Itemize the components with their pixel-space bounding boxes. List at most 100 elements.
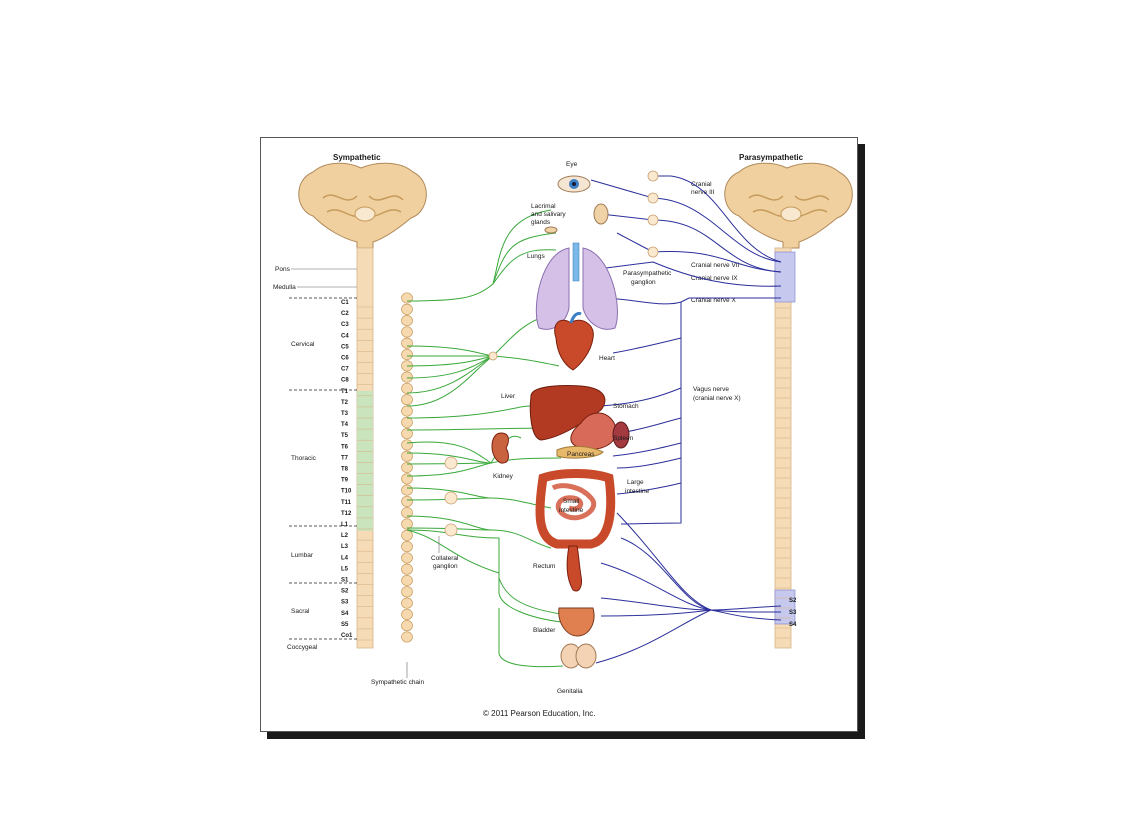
segment-label-t10: T10 bbox=[341, 489, 352, 495]
lacrimal-glands bbox=[544, 203, 609, 234]
large-intestine bbox=[535, 469, 616, 549]
coccygeal-label: Coccygeal bbox=[287, 644, 318, 651]
segment-label-l4: L4 bbox=[341, 555, 349, 561]
segment-label-t7: T7 bbox=[341, 455, 349, 461]
chain-ganglion bbox=[401, 405, 413, 417]
chain-ganglion bbox=[401, 371, 413, 383]
segment-label-t4: T4 bbox=[341, 422, 349, 428]
small-intestine bbox=[551, 483, 596, 521]
chain-ganglion bbox=[401, 597, 413, 609]
chain-ganglion bbox=[401, 518, 413, 530]
pancreas-label: Pancreas bbox=[567, 451, 595, 458]
chain-ganglion bbox=[401, 574, 413, 587]
kidney-label: Kidney bbox=[493, 473, 514, 480]
sympathetic-chain-label: Sympathetic chain bbox=[371, 679, 424, 686]
right-cord-segments bbox=[775, 307, 791, 639]
bladder bbox=[558, 607, 595, 637]
segment-label-c3: C3 bbox=[341, 322, 349, 328]
segment-label-c1: C1 bbox=[341, 300, 349, 306]
chain-ganglion bbox=[401, 608, 413, 620]
segment-label-c2: C2 bbox=[341, 311, 349, 317]
left-brain bbox=[298, 162, 427, 249]
segment-label-s4: S4 bbox=[341, 611, 349, 617]
chain-ganglion bbox=[401, 292, 413, 304]
chain-ganglion bbox=[401, 484, 413, 496]
parasympathetic-ganglion-label-1: Parasympathetic bbox=[623, 270, 672, 277]
segment-label-t3: T3 bbox=[341, 411, 349, 417]
collateral-ganglia bbox=[444, 351, 498, 537]
sympathetic-header: Sympathetic bbox=[333, 153, 381, 162]
sacral-label: Sacral bbox=[291, 608, 310, 615]
segment-label-c8: C8 bbox=[341, 378, 349, 384]
cervical-label: Cervical bbox=[291, 341, 315, 348]
sacral-s3-label: S3 bbox=[789, 610, 797, 616]
lungs bbox=[535, 242, 618, 330]
segment-label-l3: L3 bbox=[341, 544, 349, 550]
chain-ganglion bbox=[401, 428, 413, 440]
segment-label-l2: L2 bbox=[341, 533, 349, 539]
segment-label-co1: Co1 bbox=[341, 633, 353, 639]
lacrimal-label-3: glands bbox=[531, 219, 551, 226]
stomach-label: Stomach bbox=[613, 403, 639, 410]
chain-ganglion bbox=[401, 416, 413, 428]
cranial-nerve-vii-label: Cranial nerve VII bbox=[691, 262, 740, 269]
vagus-nerve-label-2: (cranial nerve X) bbox=[693, 395, 741, 402]
parasympathetic-header: Parasympathetic bbox=[739, 153, 804, 162]
segment-label-s3: S3 bbox=[341, 600, 349, 606]
lacrimal-label-2: and salivary bbox=[531, 211, 566, 218]
chain-ganglion bbox=[401, 541, 413, 553]
segment-label-s2: S2 bbox=[341, 589, 349, 595]
liver-label: Liver bbox=[501, 393, 516, 400]
rectum bbox=[566, 545, 582, 592]
rectum-label: Rectum bbox=[533, 563, 555, 570]
pancreas bbox=[556, 445, 604, 459]
lungs-label: Lungs bbox=[527, 253, 545, 260]
liver bbox=[529, 385, 606, 441]
chain-ganglion bbox=[401, 586, 413, 598]
bladder-label: Bladder bbox=[533, 627, 556, 634]
heart bbox=[554, 312, 594, 371]
segment-label-s5: S5 bbox=[341, 622, 349, 628]
figure-card: Sympathetic Parasympathetic Pons Medulla… bbox=[260, 137, 858, 732]
vagus-nerve-label-1: Vagus nerve bbox=[693, 386, 729, 393]
eye-label: Eye bbox=[566, 161, 578, 168]
collateral-ganglion-label-2: ganglion bbox=[433, 563, 458, 570]
cranial-nerve-iii-label-1: Cranial bbox=[691, 181, 712, 188]
segment-label-l5: L5 bbox=[341, 566, 349, 572]
sacral-s4-label: S4 bbox=[789, 622, 797, 628]
parasympathetic-ganglia bbox=[647, 170, 659, 258]
heart-label: Heart bbox=[599, 355, 615, 362]
genitalia bbox=[560, 643, 597, 669]
segment-label-c4: C4 bbox=[341, 333, 349, 339]
genitalia-label: Genitalia bbox=[557, 688, 583, 695]
stomach bbox=[570, 412, 617, 450]
chain-ganglion bbox=[401, 552, 413, 564]
segment-label-t1: T1 bbox=[341, 389, 349, 395]
large-intestine-label-2: intestine bbox=[625, 488, 650, 495]
segment-label-c7: C7 bbox=[341, 367, 349, 373]
cranial-nerve-x-label: Cranial nerve X bbox=[691, 297, 736, 304]
thoracic-label: Thoracic bbox=[291, 455, 317, 462]
chain-ganglion bbox=[401, 473, 413, 485]
chain-ganglion bbox=[401, 563, 413, 575]
parasympathetic-ganglion-label-2: ganglion bbox=[631, 279, 656, 286]
chain-ganglion bbox=[401, 507, 413, 519]
chain-ganglion bbox=[401, 348, 413, 361]
eye bbox=[557, 175, 591, 193]
chain-ganglion bbox=[401, 529, 413, 541]
autonomic-nervous-system-diagram: Sympathetic Parasympathetic Pons Medulla… bbox=[273, 153, 853, 718]
pons-label: Pons bbox=[275, 266, 291, 273]
spleen bbox=[612, 421, 630, 449]
chain-ganglion bbox=[401, 461, 413, 474]
collateral-ganglion-label-1: Collateral bbox=[431, 555, 459, 562]
lacrimal-label-1: Lacrimal bbox=[531, 203, 556, 210]
segment-label-t5: T5 bbox=[341, 433, 349, 439]
segment-label-c5: C5 bbox=[341, 344, 349, 350]
parasympathetic-fibers bbox=[590, 175, 782, 664]
brainstem-parasympathetic-zone bbox=[774, 251, 796, 303]
segment-label-t8: T8 bbox=[341, 467, 349, 473]
chain-ganglion bbox=[401, 450, 413, 462]
segment-label-t11: T11 bbox=[341, 500, 352, 506]
chain-ganglion bbox=[401, 495, 413, 507]
large-intestine-label-1: Large bbox=[627, 479, 644, 486]
